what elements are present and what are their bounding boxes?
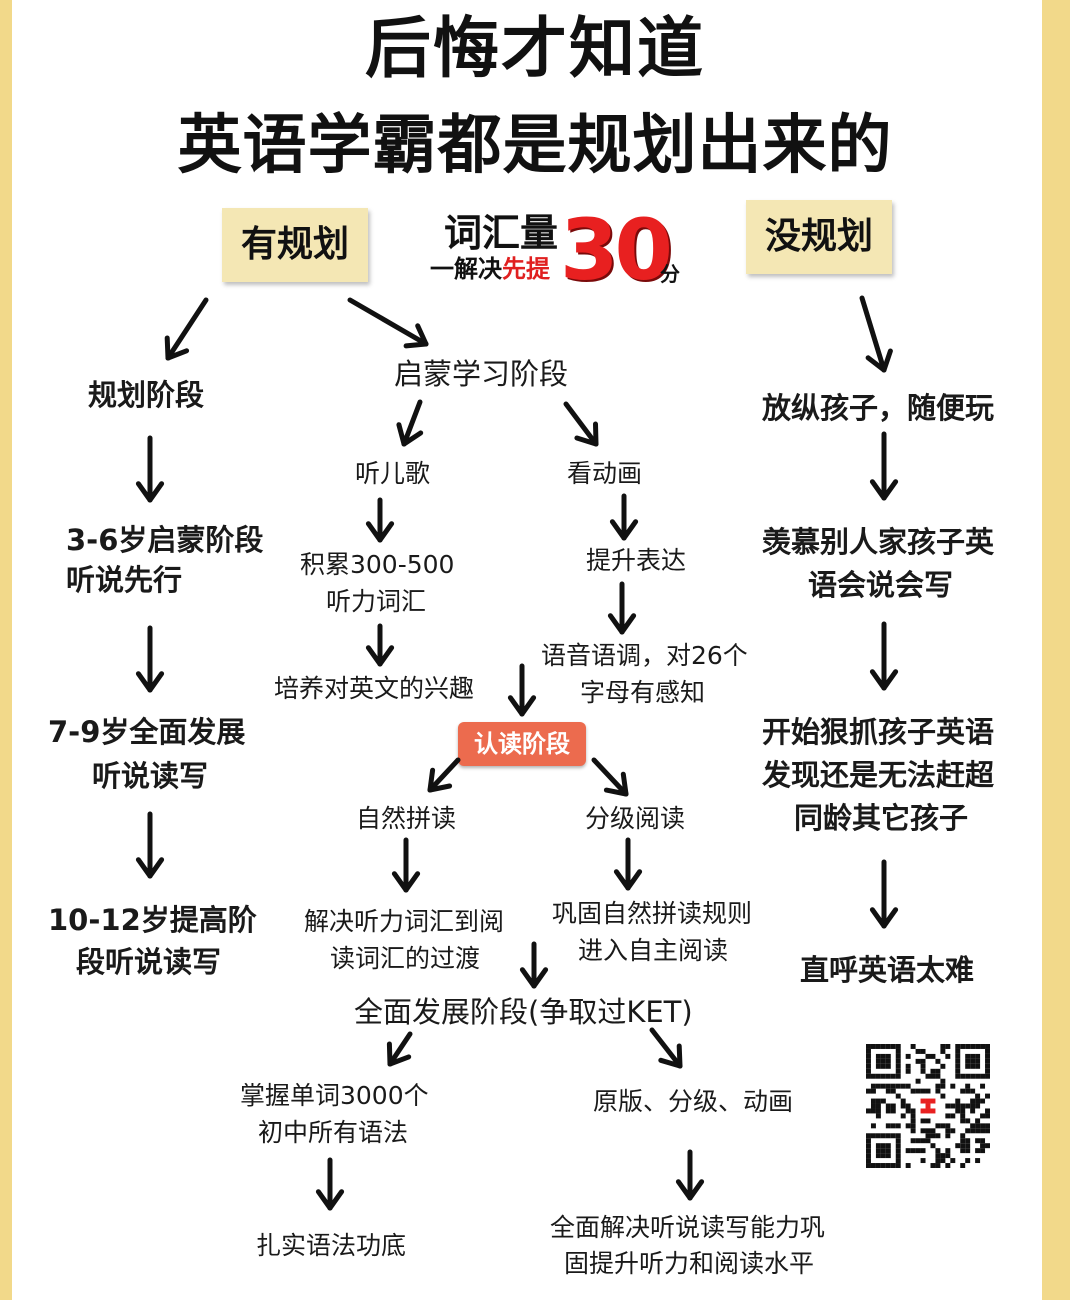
planned-step4-line2: 段听说读写 (76, 945, 222, 979)
flow-arrow-7 (396, 399, 424, 447)
flow-arrow-20 (869, 621, 899, 691)
phonics-sense-line1: 语音语调，对26个 (541, 641, 748, 670)
natural-phonics: 自然拼读 (356, 804, 457, 833)
flow-arrow-21 (869, 859, 899, 929)
title-line1: 后悔才知道 (365, 10, 705, 87)
flow-arrow-10 (609, 493, 639, 541)
flow-arrow-17 (613, 837, 643, 891)
flow-arrow-12 (607, 581, 637, 635)
full-development-stage: 全面发展阶段(争取过KET) (354, 995, 693, 1029)
tag-planned: 有规划 (222, 208, 368, 282)
flow-arrow-8 (563, 401, 599, 447)
flow-arrow-11 (365, 623, 395, 667)
tag-unplanned: 没规划 (746, 200, 892, 274)
unplanned-step4: 直呼英语太难 (800, 953, 975, 987)
flow-arrow-4 (135, 435, 165, 503)
badge-sub-prefix: 一解决 (430, 255, 502, 283)
final-goal-line2: 固提升听力和阅读水平 (564, 1249, 815, 1278)
graded-reading: 分级阅读 (585, 804, 686, 833)
final-goal-line1: 全面解决听说读写能力巩 (550, 1213, 826, 1242)
flow-arrow-6 (135, 811, 165, 879)
planned-step3-line1: 7-9岁全面发展 (48, 715, 246, 749)
listen-songs: 听儿歌 (355, 459, 431, 488)
unplanned-step3-line2: 发现还是无法赶超 (762, 758, 995, 792)
planned-step4-line1: 10-12岁提高阶 (48, 903, 257, 937)
badge-number: 30 (560, 201, 673, 299)
unplanned-step3-line3: 同龄其它孩子 (794, 801, 969, 835)
unplanned-step2-line1: 羡慕别人家孩子英 (762, 525, 995, 559)
solid-grammar: 扎实语法功底 (256, 1231, 407, 1260)
flow-arrow-25 (675, 1149, 705, 1201)
phonics-sense-line2: 字母有感知 (580, 678, 706, 707)
flow-arrow-2 (347, 297, 429, 349)
flow-arrow-18 (519, 941, 549, 989)
cultivate-interest: 培养对英文的兴趣 (274, 674, 475, 703)
flow-arrow-14 (427, 757, 461, 793)
transition-line2: 读词汇的过渡 (330, 944, 481, 973)
flow-arrow-13 (507, 663, 537, 717)
planned-step2-line1: 3-6岁启蒙阶段 (66, 523, 264, 557)
consolidate-line1: 巩固自然拼读规则 (552, 899, 753, 928)
flow-arrow-1 (164, 297, 209, 361)
enlighten-stage: 启蒙学习阶段 (394, 357, 569, 391)
words-line2: 初中所有语法 (258, 1118, 409, 1147)
flow-arrow-15 (591, 757, 629, 797)
improve-expression: 提升表达 (586, 546, 687, 575)
flow-arrow-3 (859, 295, 893, 373)
unplanned-step3-line1: 开始狠抓孩子英语 (762, 715, 995, 749)
unplanned-step1: 放纵孩子，随便玩 (762, 391, 995, 425)
badge-word: 词汇量 (444, 211, 559, 255)
flow-arrow-19 (869, 431, 899, 501)
transition-line1: 解决听力词汇到阅 (304, 907, 505, 936)
flow-arrow-16 (391, 837, 421, 893)
original-materials: 原版、分级、动画 (593, 1087, 794, 1116)
title-line2: 英语学霸都是规划出来的 (177, 109, 893, 183)
flow-arrow-23 (649, 1027, 683, 1069)
planned-step1: 规划阶段 (88, 378, 205, 412)
unplanned-step2-line2: 语会说会写 (808, 568, 954, 602)
flow-arrow-9 (365, 497, 395, 543)
flow-arrow-24 (315, 1157, 345, 1211)
planned-step2-line2: 听说先行 (66, 563, 183, 597)
accumulate-line1: 积累300-500 (300, 550, 455, 579)
flow-arrow-22 (386, 1031, 413, 1067)
consolidate-line2: 进入自主阅读 (578, 936, 729, 965)
flow-arrow-5 (135, 625, 165, 693)
badge-sub-red: 先提 (502, 255, 550, 283)
accumulate-line2: 听力词汇 (326, 587, 427, 616)
badge-subline: 一解决先提 (430, 254, 550, 284)
planned-step3-line2: 听说读写 (92, 759, 209, 793)
reading-stage-badge: 认读阶段 (458, 722, 586, 766)
watch-cartoons: 看动画 (567, 459, 643, 488)
badge-unit: 分 (660, 262, 680, 286)
words-line1: 掌握单词3000个 (240, 1081, 429, 1110)
qr-code (866, 1044, 990, 1168)
